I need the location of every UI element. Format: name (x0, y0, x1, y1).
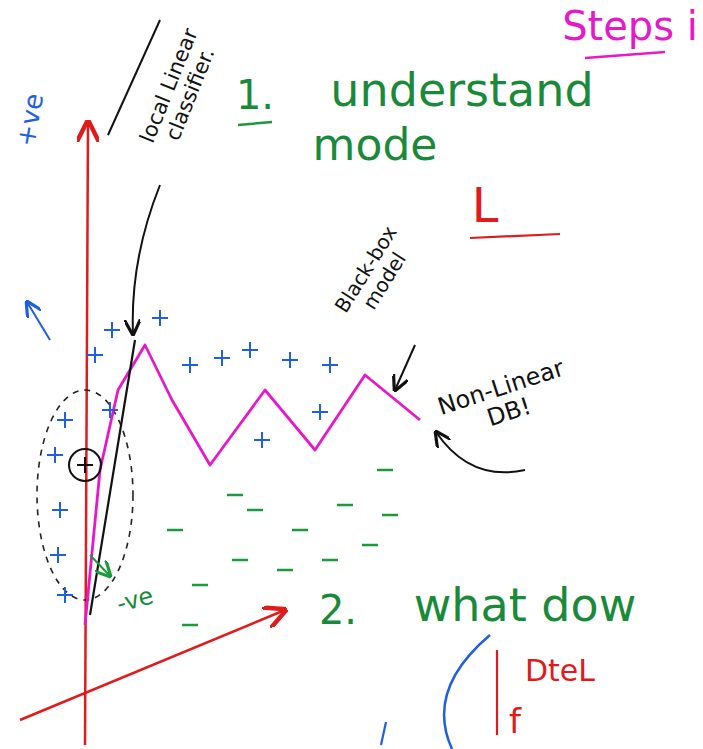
neighbourhood-blob (37, 390, 133, 600)
chosen-point (69, 449, 101, 481)
note-letter: L (472, 179, 499, 232)
pointer-arrow (133, 185, 160, 334)
stroke-mark (381, 722, 386, 745)
y-axis (85, 122, 88, 745)
heading-text: Steps i (562, 4, 698, 48)
decision-boundary (85, 345, 420, 625)
step-text: what dow (414, 580, 637, 631)
pointer-arrow (436, 432, 525, 472)
pointer-arrow (395, 345, 415, 390)
positive-points (47, 310, 338, 603)
local-linear-line (90, 340, 135, 615)
x-axis (20, 610, 285, 720)
note-text: DteL (525, 654, 595, 687)
plus-mark (77, 457, 93, 473)
negative-points (167, 470, 398, 625)
step-text: mode (313, 121, 438, 169)
class-label: -ve (114, 582, 157, 617)
step-number: 1. (236, 73, 274, 117)
annotation: Non-Linear DB! (421, 350, 589, 450)
step-text: understand (330, 65, 593, 116)
bracket-stroke (444, 635, 490, 749)
pointer-arrow (27, 302, 50, 340)
step-number: 2. (319, 588, 357, 632)
underline (470, 234, 560, 238)
pointer-arrow (90, 555, 110, 576)
divider-line (496, 650, 498, 735)
annotation: local Linear classifier. (129, 7, 232, 173)
underline (238, 122, 272, 125)
class-label: +ve (11, 91, 48, 148)
annotation: Black-box model (325, 212, 426, 337)
underline (585, 52, 665, 58)
note-letter: f (509, 703, 521, 740)
